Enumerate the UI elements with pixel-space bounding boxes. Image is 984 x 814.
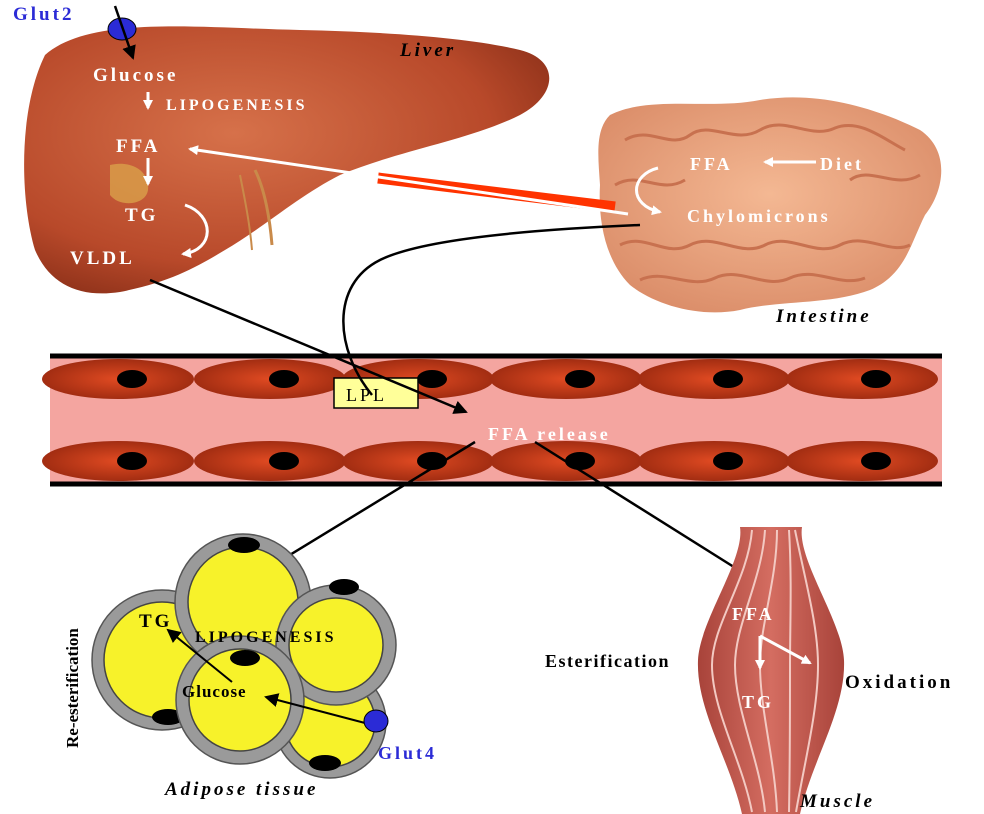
ffa-release-label: FFA release	[488, 424, 611, 444]
red-blood-cell-icon	[786, 441, 938, 481]
chylomicrons-label: Chylomicrons	[687, 206, 831, 226]
re-esterification-label: Re-esterification	[63, 628, 82, 748]
liver-tg-label: TG	[125, 205, 158, 226]
adipose-lipogenesis-label: LIPOGENESIS	[195, 629, 336, 646]
glut4-transporter-icon	[364, 710, 388, 732]
adipose-tissue-label: Adipose tissue	[164, 779, 318, 800]
red-blood-cell-icon	[638, 359, 790, 399]
adipose-glucose-label: Glucose	[182, 682, 247, 701]
oxidation-label: Oxidation	[845, 672, 953, 693]
red-blood-cell-icon	[194, 441, 346, 481]
red-blood-cell-icon	[342, 441, 494, 481]
liver-glucose-label: Glucose	[93, 65, 178, 86]
muscle-organ	[698, 527, 844, 814]
glut4-label: Glut4	[378, 743, 437, 763]
muscle-tg-label: TG	[742, 692, 774, 712]
red-blood-cell-icon	[490, 359, 642, 399]
adipose-tissue-cluster	[92, 534, 396, 778]
esterification-label: Esterification	[545, 651, 670, 671]
red-blood-cell-icon	[194, 359, 346, 399]
muscle-label: Muscle	[799, 791, 875, 812]
diet-label: Diet	[820, 154, 864, 174]
intestine-label: Intestine	[775, 306, 872, 327]
red-blood-cell-icon	[638, 441, 790, 481]
vldl-label: VLDL	[70, 248, 135, 269]
glut2-label: Glut2	[13, 4, 74, 25]
intestine-organ	[598, 97, 941, 312]
red-blood-cell-icon	[42, 441, 194, 481]
intestine-ffa-label: FFA	[690, 154, 733, 174]
liver-label: Liver	[399, 40, 456, 61]
liver-lipogenesis-label: LIPOGENESIS	[166, 97, 307, 114]
adipose-tg-label: TG	[139, 611, 172, 632]
red-blood-cell-icon	[786, 359, 938, 399]
lpl-label: LPL	[346, 385, 387, 405]
muscle-ffa-label: FFA	[732, 604, 775, 624]
red-blood-cell-icon	[42, 359, 194, 399]
liver-ffa-label: FFA	[116, 136, 161, 157]
